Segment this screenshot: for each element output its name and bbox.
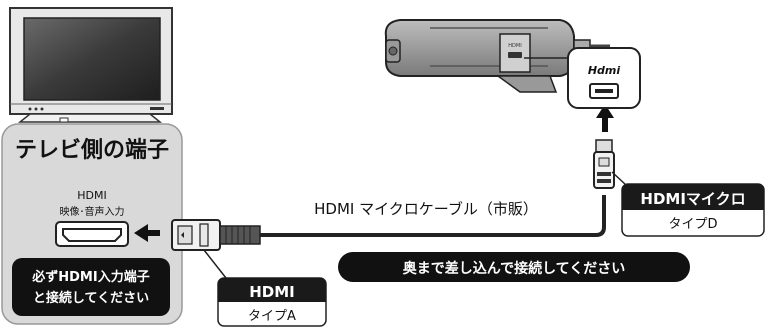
tv-notice-line1: 必ずHDMI入力端子 xyxy=(31,269,149,285)
tv-notice-line2: と接続してください xyxy=(33,290,149,306)
camera-body-hdmi-mark: HDMI xyxy=(508,43,521,49)
tv-notice-box xyxy=(12,258,170,316)
instruction-pill xyxy=(338,252,690,282)
connector-hdmi-type: タイプA xyxy=(248,309,296,324)
hdmi-plug-icon xyxy=(171,219,261,251)
camera-icon: HDMI xyxy=(384,19,610,93)
connector-micro-label: HDMIマイクロ タイプD xyxy=(611,171,765,237)
arrow-up-icon xyxy=(596,104,614,132)
arrow-left-icon xyxy=(134,224,160,242)
port-label-hdmi: HDMI xyxy=(77,189,106,202)
camera-hdmi-logo: Hdmi xyxy=(588,64,621,77)
tv-terminal-title: テレビ側の端子 xyxy=(15,138,169,163)
connector-hdmi-label: HDMI タイプA xyxy=(203,249,327,327)
micro-hdmi-plug-icon xyxy=(593,139,615,189)
port-label-input: 映像･音声入力 xyxy=(60,205,125,218)
tv-hdmi-port-icon xyxy=(55,221,129,247)
camera-port-zoom: Hdmi xyxy=(524,47,641,109)
hdmi-cable xyxy=(260,195,606,237)
tv-icon xyxy=(9,7,173,123)
cable-label: HDMI マイクロケーブル（市販） xyxy=(314,200,538,218)
instruction-text: 奥まで差し込んで接続してください xyxy=(403,260,625,277)
connector-micro-type: タイプD xyxy=(668,217,717,232)
connector-hdmi-name: HDMI xyxy=(249,283,295,301)
connector-micro-name: HDMIマイクロ xyxy=(640,190,745,208)
